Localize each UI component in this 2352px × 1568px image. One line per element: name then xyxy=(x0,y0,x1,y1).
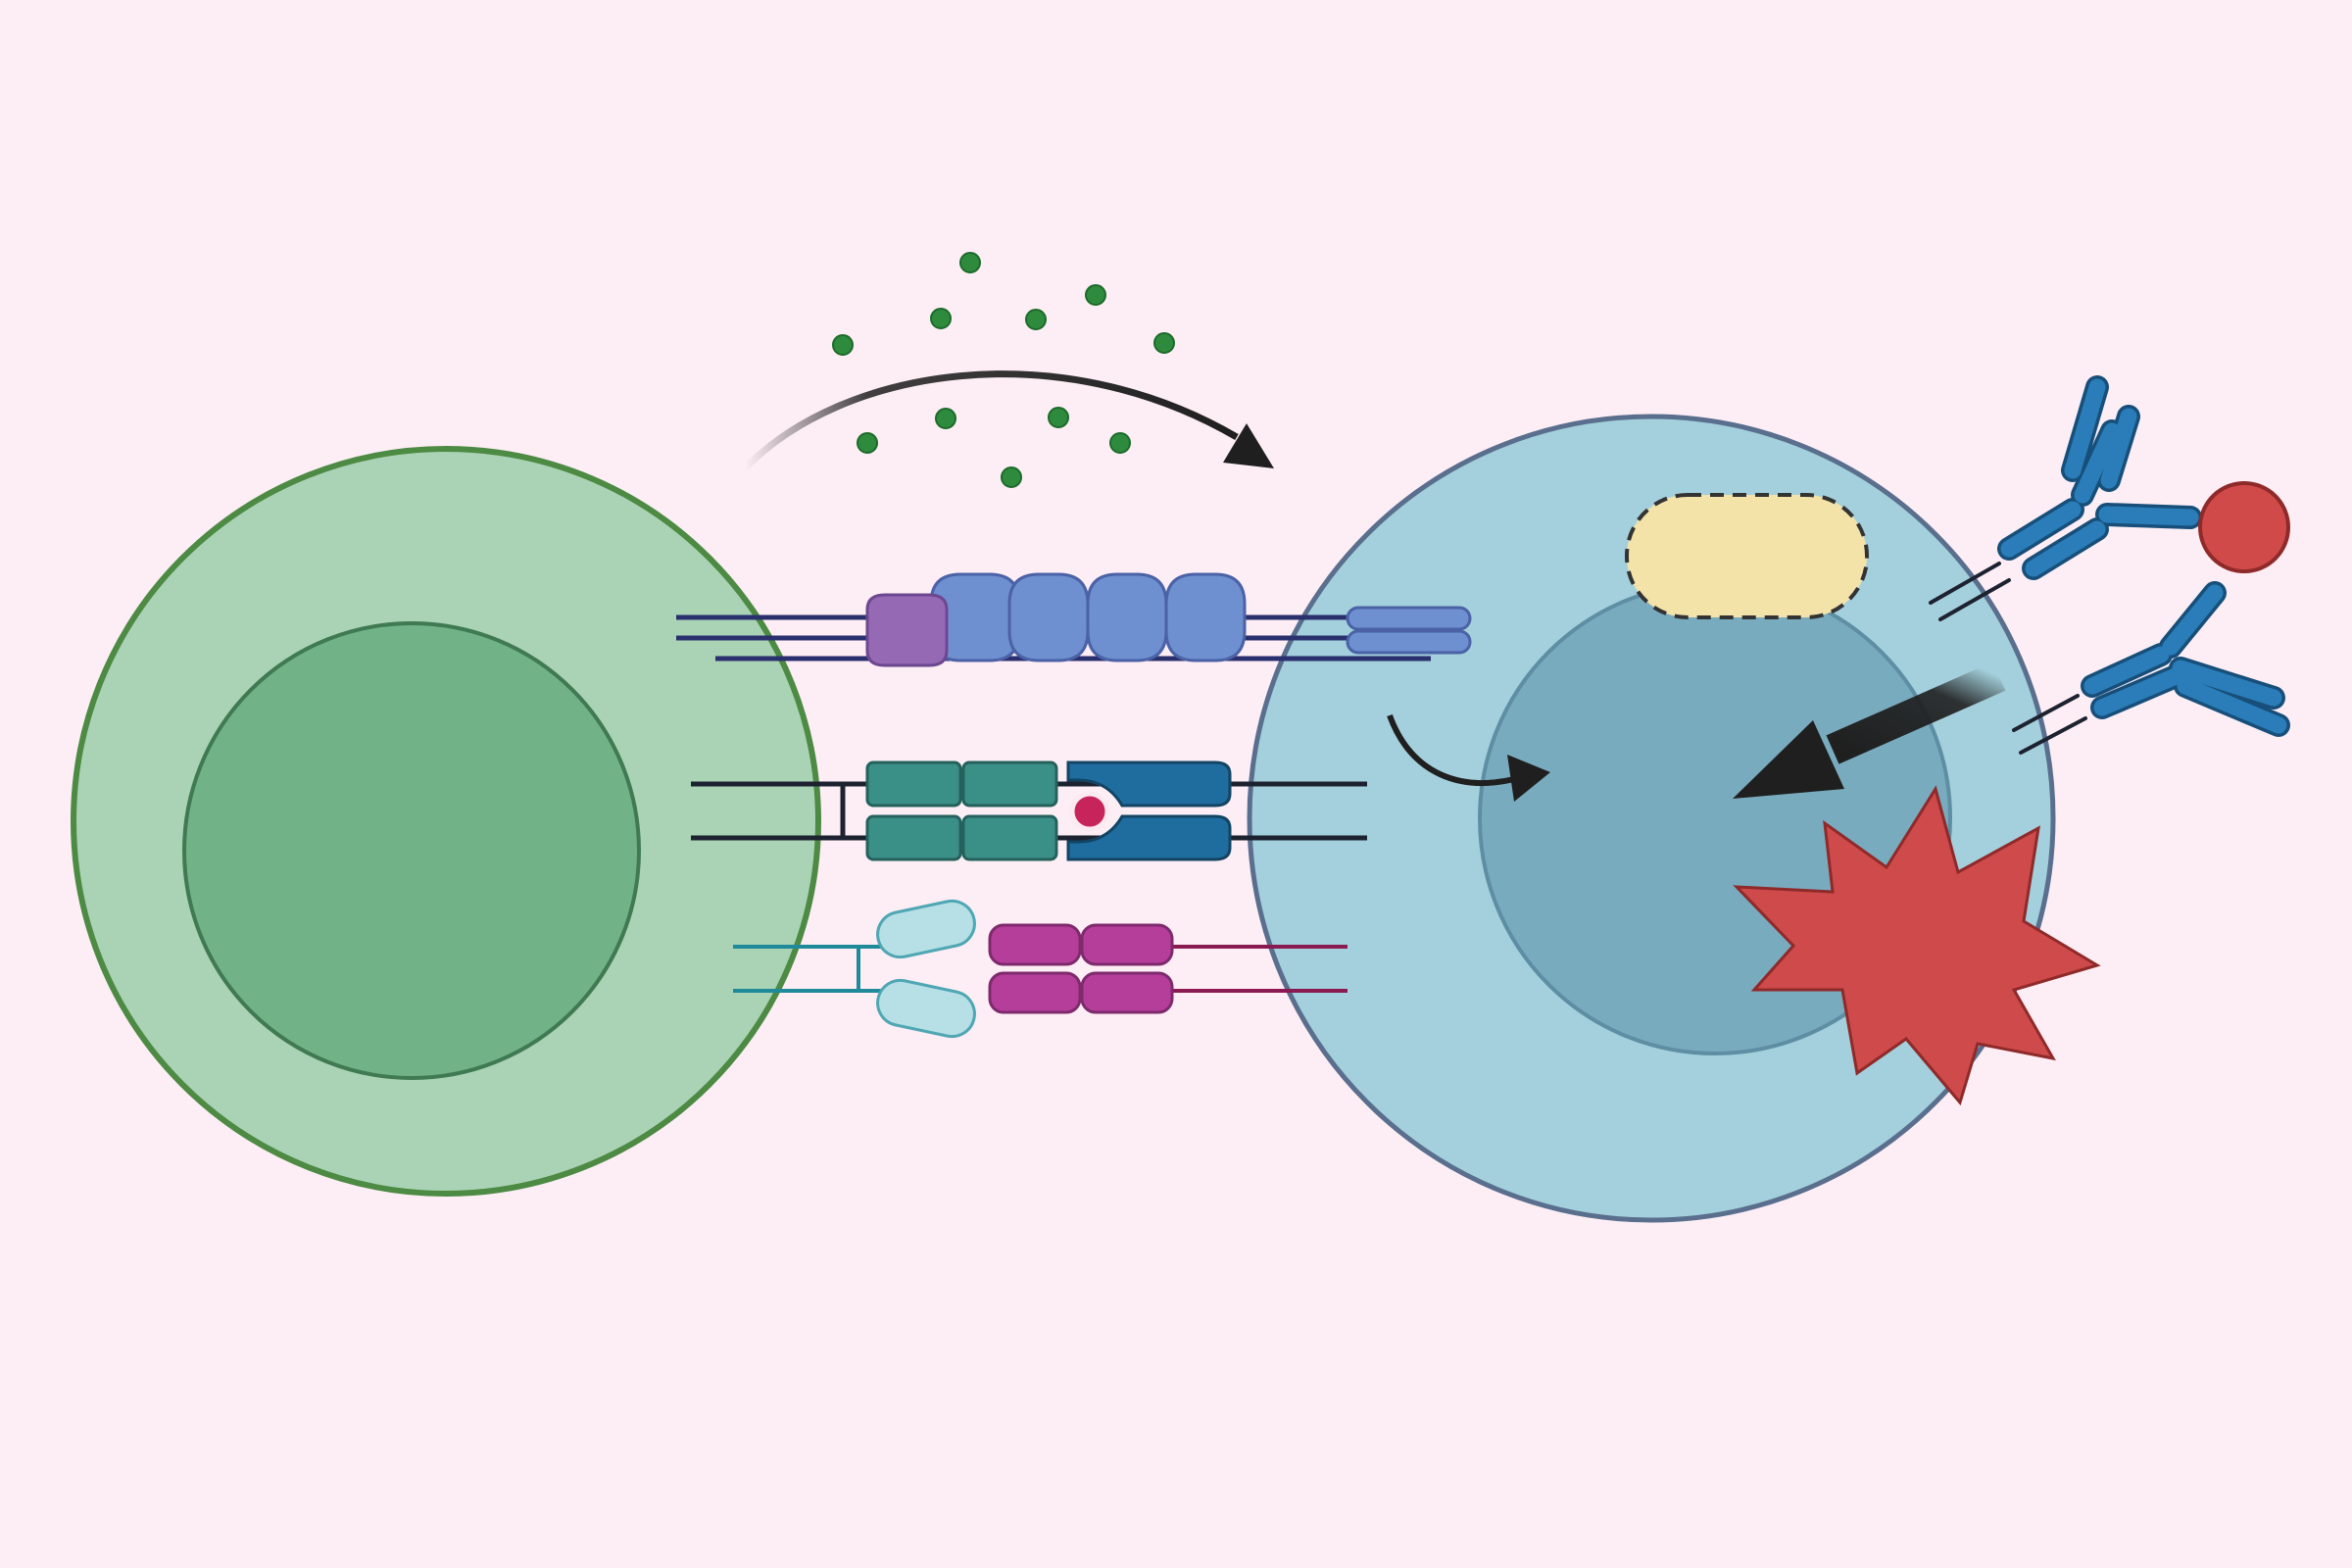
cytokine-dots xyxy=(832,252,1175,488)
teal-domain xyxy=(865,760,962,808)
blue-domain xyxy=(1007,572,1090,662)
cytokine-dot xyxy=(1085,284,1106,306)
magenta-receptor-domains xyxy=(988,923,1174,1014)
cytokine-dot xyxy=(1001,466,1022,488)
vesicle xyxy=(1625,493,1869,619)
darkblue-domain xyxy=(1066,760,1232,808)
blue-purple-receptor-complex xyxy=(676,572,1472,667)
darkblue-domain xyxy=(1066,814,1232,861)
darkblue-receptor-domains xyxy=(1066,760,1232,861)
blue-domain-small xyxy=(1346,629,1472,655)
internalization-arrow xyxy=(1387,713,1550,802)
cyan-domain xyxy=(876,899,976,959)
cyan-magenta-receptor-complex xyxy=(733,899,1348,1039)
teal-domain xyxy=(961,814,1058,861)
teal-receptor-domains xyxy=(865,760,1058,861)
teal-darkblue-receptor-complex xyxy=(691,760,1367,861)
cytokine-dot xyxy=(1109,432,1131,454)
teal-domain xyxy=(961,760,1058,808)
antibody-upper xyxy=(1929,375,2202,621)
cytokine-dot xyxy=(832,334,854,356)
blue-domain xyxy=(1086,572,1168,662)
cytokine-dot xyxy=(1048,407,1069,428)
magenta-domain xyxy=(1080,971,1174,1014)
cytokine-arc-arrow xyxy=(742,370,1239,471)
blue-receptor-domains xyxy=(929,572,1472,662)
antigen xyxy=(2198,481,2290,573)
magenta-domain xyxy=(988,971,1082,1014)
cell-death-burst-icon xyxy=(1733,785,2101,1106)
cyan-domain xyxy=(876,978,976,1039)
cytokine-release xyxy=(742,252,1274,488)
immune-cell-nucleus xyxy=(182,621,641,1080)
cytokine-dot xyxy=(930,308,952,329)
cytokine-dot xyxy=(935,408,956,429)
receptor-stalks-3-left xyxy=(733,945,882,993)
cytokine-dot xyxy=(1025,309,1047,330)
teal-domain xyxy=(865,814,962,861)
bound-ligand xyxy=(1069,791,1110,832)
cyan-receptor-domains xyxy=(876,899,976,1039)
blue-domain-small xyxy=(1346,606,1472,631)
cytokine-dot xyxy=(1153,332,1175,354)
immune-cell xyxy=(71,446,821,1197)
cytokine-arrowhead xyxy=(1223,423,1274,468)
magenta-domain xyxy=(988,923,1082,966)
cytokine-dot xyxy=(959,252,981,273)
killing-signal-arrow xyxy=(1733,662,2006,799)
blue-domain xyxy=(1164,572,1247,662)
magenta-domain xyxy=(1080,923,1174,966)
purple-ligand xyxy=(865,593,949,667)
cytokine-dot xyxy=(857,432,878,454)
antibody-lower xyxy=(2012,581,2290,755)
